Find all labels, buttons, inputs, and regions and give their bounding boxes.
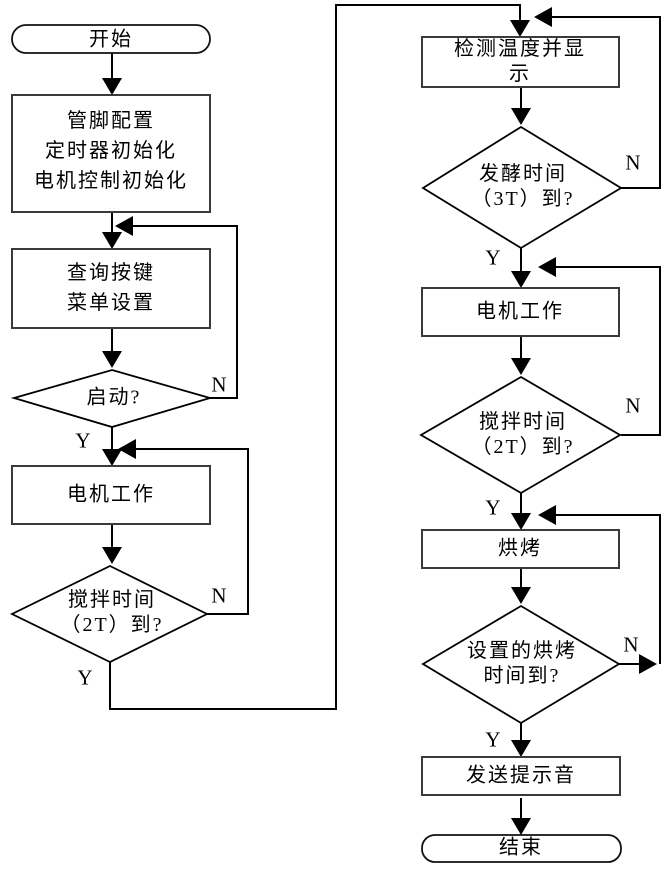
- start-label: 开始: [89, 28, 133, 51]
- edge-dstart-yes-motor1: [102, 427, 122, 466]
- dstart-no-label: N: [211, 372, 227, 397]
- node-init-process: [11, 94, 211, 213]
- node-bake-process: [421, 529, 620, 569]
- node-dstart-decision: [10, 369, 214, 428]
- edge-beep-end: [511, 798, 531, 835]
- dbake-yes-label: Y: [485, 727, 501, 752]
- dstir1-label: 搅拌时间 （2T）到?: [60, 589, 164, 636]
- temp-label: 检测温度并显示: [454, 38, 586, 85]
- dbake-label: 设置的烘烤 时间到?: [467, 640, 577, 687]
- keys-label: 查询按键 菜单设置: [67, 262, 155, 314]
- dferment-yes-label: Y: [485, 245, 501, 270]
- node-dferment-decision: [421, 125, 623, 250]
- edge-dstir2-no-loop: [538, 257, 661, 436]
- node-dstir1-decision: [9, 564, 210, 664]
- dferment-label: 发酵时间 （3T）到?: [471, 163, 575, 210]
- dferment-no-label: N: [625, 150, 641, 175]
- edge-dstir1-yes-temp: [109, 4, 530, 710]
- edge-dbake-no-loop: [538, 505, 661, 674]
- edge-init-keys: [102, 212, 122, 249]
- node-dbake-decision: [421, 604, 621, 725]
- node-motor2-process: [421, 287, 620, 337]
- node-end-terminal: [421, 834, 622, 863]
- node-beep-process: [421, 756, 621, 796]
- edge-dstir2-yes-bake: [511, 493, 531, 530]
- dstart-yes-label: Y: [75, 428, 91, 453]
- dstir1-yes-label: Y: [77, 665, 93, 690]
- node-keys-process: [11, 248, 211, 329]
- dstir2-no-label: N: [625, 393, 641, 418]
- dbake-no-label: N: [623, 632, 639, 657]
- dstir2-yes-label: Y: [485, 495, 501, 520]
- dstir1-no-label: N: [211, 583, 227, 608]
- edge-bake-dbake: [511, 568, 531, 604]
- edge-dferment-no-loop: [534, 7, 661, 189]
- edge-temp-dferment: [511, 87, 531, 125]
- node-dstir2-decision: [419, 375, 622, 495]
- node-start-terminal: [11, 24, 211, 54]
- init-label: 管脚配置 定时器初始化 电机控制初始化: [34, 110, 188, 192]
- edge-motor1-dstir1: [102, 524, 122, 564]
- edge-dstart-no-loop: [115, 216, 238, 399]
- edge-dstir1-no-loop: [118, 439, 249, 615]
- edge-start-init: [102, 53, 122, 95]
- dstart-label: 启动?: [86, 386, 142, 409]
- edge-dbake-yes-beep: [511, 723, 531, 757]
- end-label: 结束: [499, 836, 543, 859]
- edge-keys-dstart: [102, 328, 122, 368]
- beep-label: 发送提示音: [466, 764, 576, 787]
- motor2-label: 电机工作: [476, 300, 564, 323]
- dstir2-label: 搅拌时间 （2T）到?: [471, 411, 575, 458]
- bake-label: 烘烤: [498, 537, 542, 560]
- edge-dferment-yes-motor2: [511, 248, 531, 288]
- motor1-label: 电机工作: [67, 483, 155, 506]
- edge-motor2-dstir2: [511, 336, 531, 375]
- node-temp-process: [421, 36, 620, 88]
- node-motor1-process: [11, 465, 211, 525]
